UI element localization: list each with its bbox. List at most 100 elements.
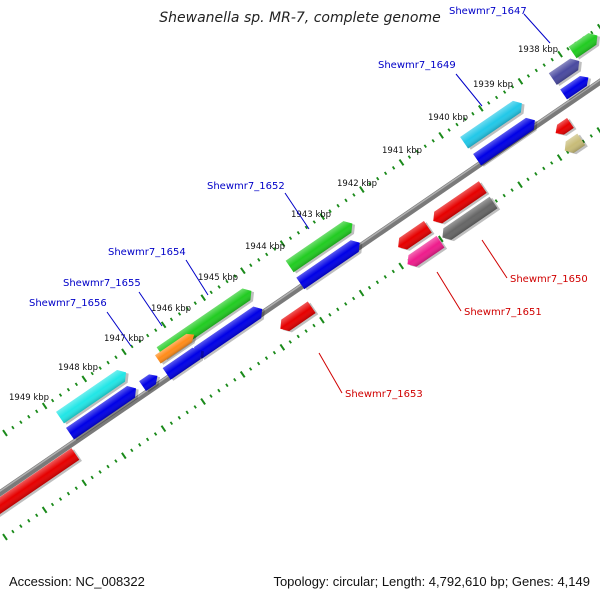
scale-tick (225, 383, 229, 388)
gene-shewmr7-1652[interactable] (285, 217, 359, 274)
scale-tick (391, 269, 395, 274)
gene-red-2[interactable] (429, 180, 490, 228)
gene-blue-3[interactable] (296, 236, 366, 291)
scale-tick (90, 371, 94, 376)
gene-label-forward[interactable]: Shewmr7_1647 (449, 6, 527, 17)
gene-blue-2[interactable] (473, 114, 541, 168)
gene-label-forward[interactable]: Shewmr7_1654 (108, 247, 186, 258)
gene-red-3[interactable] (394, 220, 435, 255)
scale-tick (106, 360, 110, 365)
gene-blue-5[interactable] (162, 344, 208, 382)
scale-tick (114, 355, 118, 360)
gene-label-leader (455, 73, 483, 107)
scale-tick (272, 247, 277, 251)
scale-tick (114, 459, 118, 463)
scale-tick (217, 285, 221, 289)
scale-tick (106, 464, 110, 469)
gene-label-forward[interactable]: Shewmr7_1655 (63, 278, 141, 289)
gene-blue-1[interactable] (560, 72, 594, 102)
scale-tick (19, 420, 23, 425)
gene-label-leader (284, 192, 310, 230)
scale-tick (358, 289, 365, 297)
scale-tick (74, 486, 78, 491)
gene-blue-4[interactable] (193, 302, 269, 361)
scale-tick (146, 333, 150, 338)
gene-shewmr7-1656[interactable] (56, 366, 133, 426)
scale-tick (154, 328, 158, 333)
gene-red-small[interactable] (552, 117, 577, 140)
scale-tick (130, 344, 134, 349)
scale-tick (90, 475, 94, 480)
scale-tick (177, 312, 182, 316)
scale-tick (590, 30, 594, 35)
gene-label-leader (523, 13, 551, 44)
kbp-label: 1941 kbp (382, 146, 422, 156)
scale-tick (328, 209, 332, 213)
scale-tick (98, 366, 102, 370)
kbp-label: 1948 kbp (58, 363, 98, 373)
scale-tick (279, 343, 286, 351)
scale-tick (517, 77, 524, 85)
scale-tick (510, 84, 515, 89)
kbp-label: 1944 kbp (245, 242, 285, 252)
gene-shewmr7-1651[interactable] (404, 235, 448, 272)
gene-blue-7[interactable] (66, 382, 143, 442)
scale-tick (288, 340, 292, 344)
scale-tick (304, 329, 308, 333)
scale-tick (121, 452, 127, 460)
scale-tick (487, 101, 491, 105)
scale-tick (556, 154, 563, 162)
scale-tick (526, 177, 530, 182)
scale-tick (517, 181, 523, 189)
scale-tick (177, 415, 181, 420)
scale-tick (431, 138, 435, 143)
gene-label-forward[interactable]: Shewmr7_1649 (378, 60, 456, 71)
gene-label-leader (185, 259, 209, 296)
scale-tick (494, 199, 498, 203)
scale-tick (138, 443, 142, 447)
gene-label-reverse[interactable]: Shewmr7_1650 (510, 274, 588, 285)
scale-tick (510, 188, 514, 192)
scale-tick (160, 425, 167, 433)
gene-shewmr7-1655[interactable] (155, 330, 200, 366)
gene-khaki[interactable] (561, 133, 588, 159)
scale-tick (376, 176, 380, 181)
scale-tick (550, 161, 554, 165)
gene-label-forward[interactable]: Shewmr7_1656 (29, 298, 107, 309)
scale-tick (502, 193, 506, 198)
scale-tick (2, 429, 8, 437)
gene-shewmr7-1650[interactable] (438, 196, 501, 245)
scale-tick (185, 410, 189, 415)
gene-shewmr7-1653[interactable] (276, 301, 319, 337)
scale-tick (319, 213, 326, 221)
scale-tick (534, 68, 538, 73)
scale-tick (336, 203, 340, 208)
gene-label-reverse[interactable]: Shewmr7_1653 (345, 389, 423, 400)
scale-tick (455, 122, 459, 127)
scale-tick (81, 375, 88, 383)
gene-shewmr7-1647-fragment[interactable] (568, 29, 600, 60)
scale-tick (248, 367, 253, 371)
scale-tick (209, 290, 213, 295)
scale-tick (169, 421, 174, 426)
gene-blue-6[interactable] (139, 370, 163, 393)
gene-label-leader (106, 311, 132, 347)
scale-tick (50, 398, 55, 403)
scale-tick (233, 377, 237, 382)
scale-tick (437, 235, 444, 243)
scale-tick (130, 448, 134, 453)
scale-tick (225, 279, 229, 284)
gene-shewmr7-1649[interactable] (460, 97, 528, 151)
gene-label-forward[interactable]: Shewmr7_1652 (207, 181, 285, 192)
scale-tick (351, 296, 356, 301)
kbp-label: 1940 kbp (428, 113, 468, 123)
scale-tick (463, 117, 467, 121)
gene-red-big[interactable] (0, 447, 82, 524)
gene-label-reverse[interactable]: Shewmr7_1651 (464, 307, 542, 318)
scale-tick (257, 258, 261, 262)
gene-violet[interactable] (548, 54, 586, 87)
scale-tick (438, 131, 444, 139)
scale-tick (145, 437, 150, 442)
gene-label-leader (481, 239, 508, 279)
